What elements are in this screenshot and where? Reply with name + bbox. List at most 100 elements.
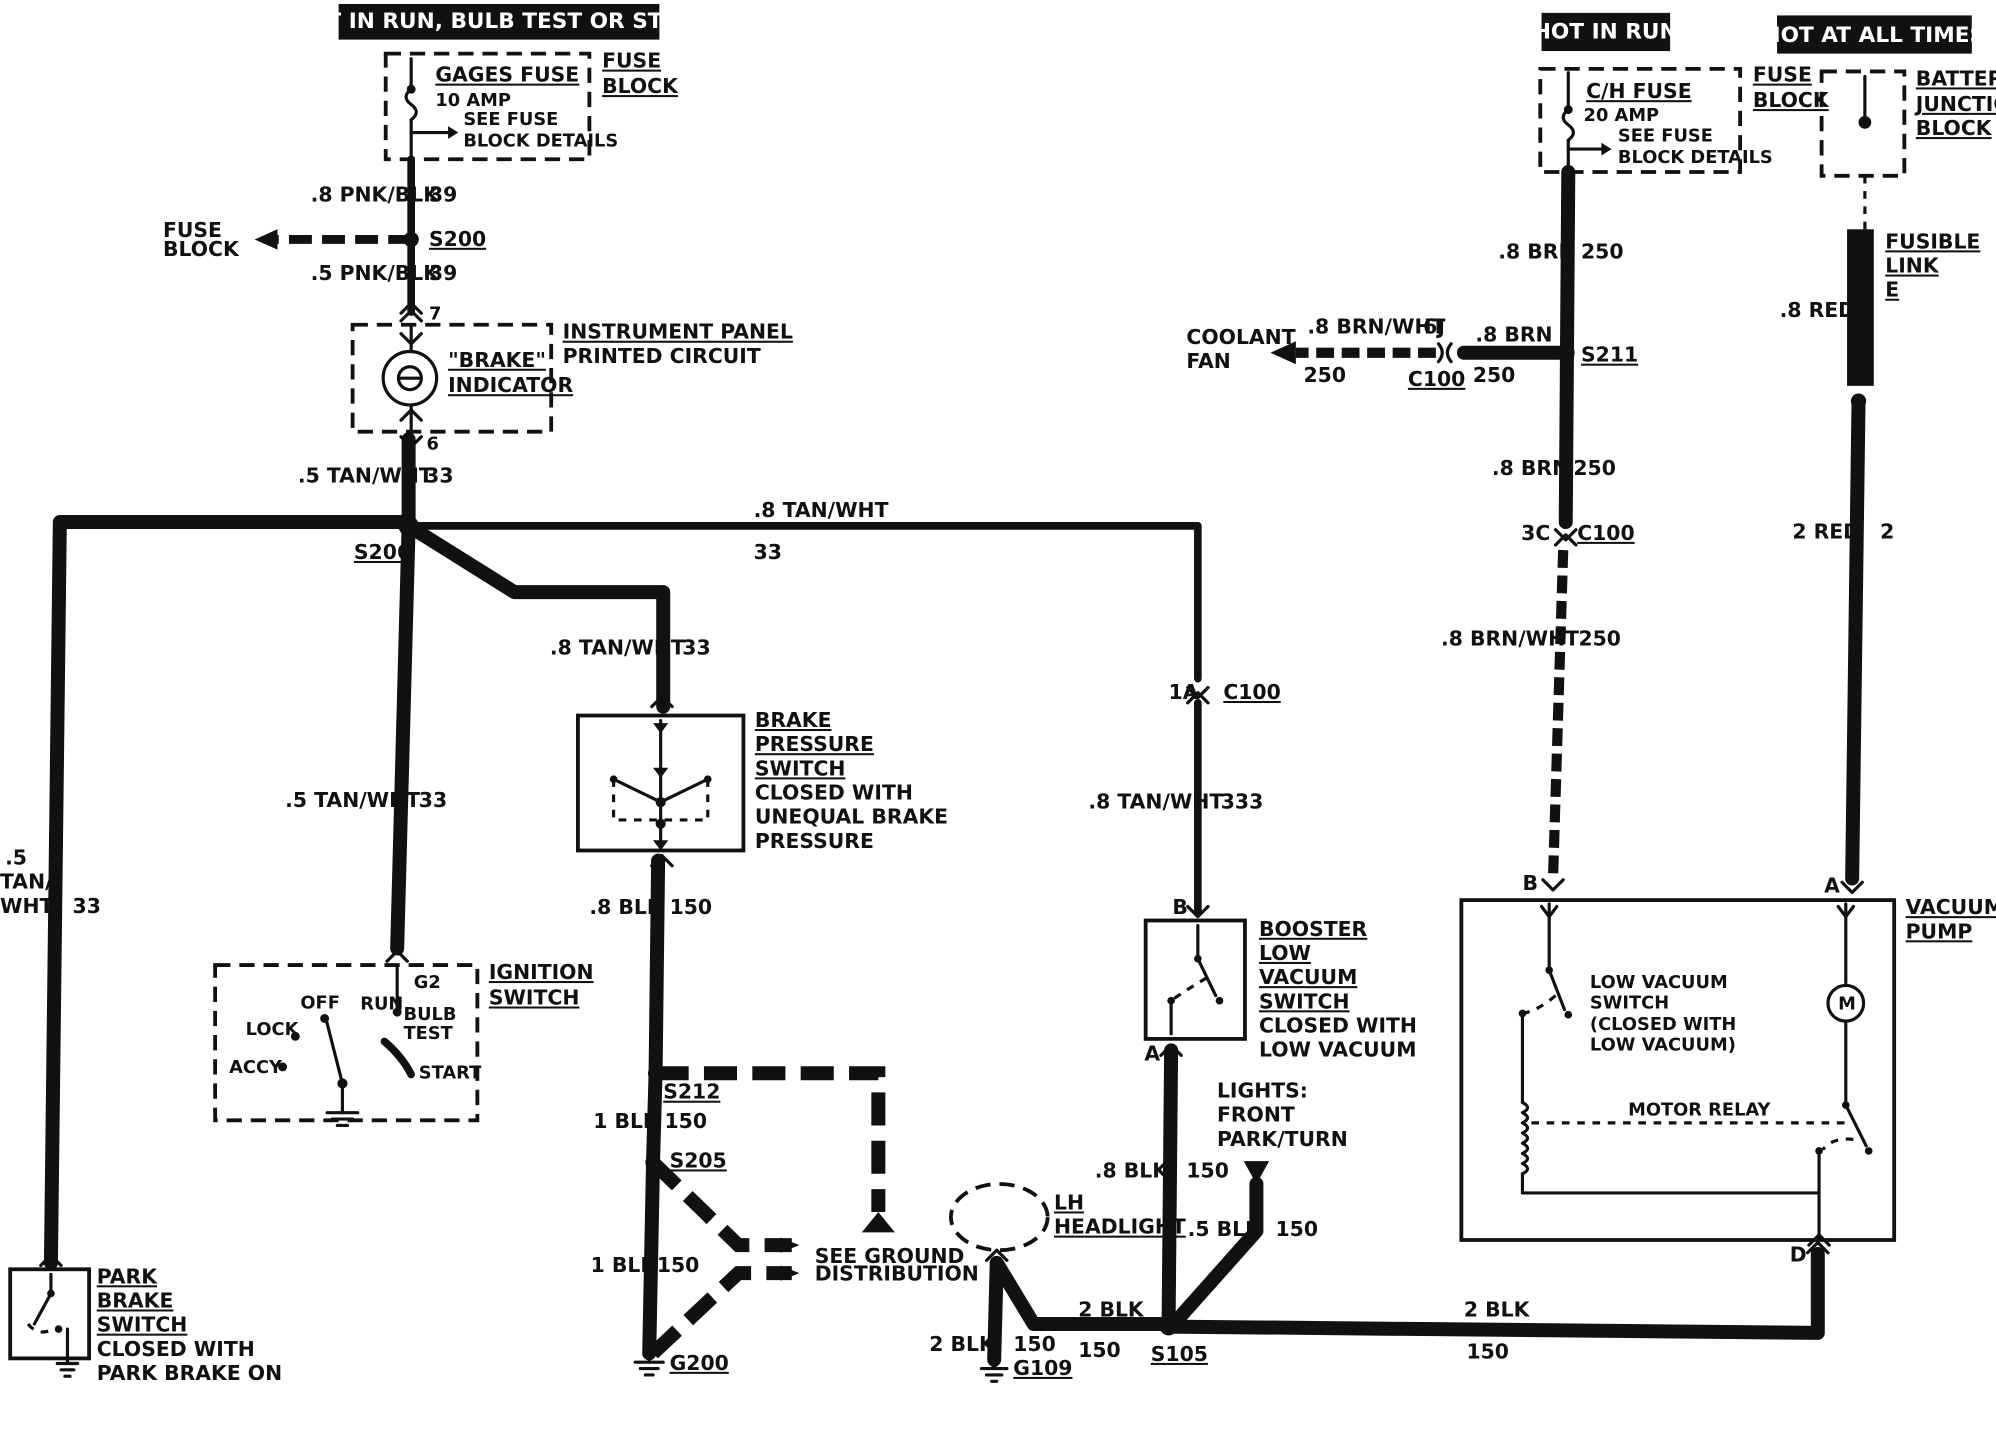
headlight-label: LH: [1054, 1190, 1084, 1214]
booster-low-vacuum-switch: BOOSTER LOW VACUUM SWITCH CLOSED WITH LO…: [1143, 917, 1417, 1062]
fuse-block-text: BLOCK: [163, 237, 240, 261]
see-ground-text: DISTRIBUTION: [815, 1262, 979, 1286]
ignition-position: TEST: [404, 1023, 454, 1044]
arrow-left-icon: [1270, 341, 1296, 365]
ignition-label: IGNITION: [489, 960, 594, 984]
gages-fuse-amp: 10 AMP: [435, 90, 511, 111]
pin-number: 7: [429, 304, 441, 325]
header-hot-at-all-times: HOT AT ALL TIMES: [1762, 15, 1985, 54]
wire-ground-dash: [648, 1157, 792, 1253]
wire-blk: [1166, 1176, 1264, 1332]
wire-label: .8 BLK: [589, 895, 663, 919]
circuit-number: 150: [664, 1109, 707, 1133]
brake-pressure-label: PRESSURE: [755, 829, 874, 853]
circuit-number: 33: [682, 635, 710, 659]
wire-ground-dash: [655, 1066, 886, 1212]
vacuum-pump-label: VACUUM: [1906, 895, 1996, 919]
pin-number: D: [1790, 1243, 1807, 1267]
ignition-position: ACCY: [229, 1057, 283, 1078]
arrow-down-icon: [1243, 1161, 1270, 1184]
connector-c100-icon: [1186, 685, 1210, 705]
lights-label: LIGHTS:: [1217, 1078, 1308, 1102]
wire-label: 2 BLK: [929, 1332, 996, 1356]
wire-brn-wht: [1547, 549, 1569, 879]
wire-label: .8 BRN: [1492, 456, 1569, 480]
park-brake-label: CLOSED WITH: [97, 1337, 255, 1361]
wire-to-brake-pressure: [401, 518, 671, 714]
circuit-number: 333: [1221, 789, 1264, 813]
lights-label: PARK/TURN: [1217, 1127, 1348, 1151]
splice-label: S105: [1151, 1342, 1208, 1366]
circuit-number: 33: [754, 540, 782, 564]
fusible-link-label: LINK: [1885, 254, 1940, 278]
pin-number: A: [1144, 1042, 1160, 1066]
ch-fuse-amp: 20 AMP: [1584, 105, 1660, 126]
park-brake-label: PARK: [97, 1264, 158, 1288]
low-vacuum-switch-label: LOW VACUUM): [1590, 1034, 1736, 1055]
wire-to-ignition: [390, 518, 416, 956]
circuit-number: 33: [73, 894, 101, 918]
fuse-block-label: BLOCK: [1753, 88, 1830, 112]
header-text: HOT IN RUN: [1533, 19, 1678, 44]
ch-fuse-block: C/H FUSE 20 AMP SEE FUSE BLOCK DETAILS F…: [1538, 63, 1830, 174]
brake-pressure-label: UNEQUAL BRAKE: [755, 805, 948, 829]
wire-blk: [646, 1066, 663, 1170]
wire-label: .8 BRN: [1498, 240, 1575, 264]
wire-label: .8 BRN/WHT: [1441, 627, 1579, 651]
wire-blk-to-pump: [1161, 1247, 1825, 1340]
circuit-number: 250: [1304, 363, 1346, 387]
circuit-number: 150: [1078, 1338, 1121, 1362]
battery-label: JUNCTION: [1914, 92, 1996, 116]
block-details-text: BLOCK DETAILS: [463, 131, 618, 152]
brake-pressure-label: CLOSED WITH: [755, 781, 913, 805]
circuit-number: 33: [419, 788, 447, 812]
brake-indicator: "BRAKE" INDICATOR INSTRUMENT PANEL PRINT…: [350, 320, 793, 434]
wire-blk: [648, 853, 666, 1081]
fusible-link-label: E: [1885, 278, 1899, 302]
ground-g109-icon: [979, 1357, 1009, 1383]
connector-label: C100: [1408, 367, 1465, 391]
wire-blk: [642, 1155, 661, 1361]
wire-label: 2 RED: [1792, 520, 1860, 544]
gages-fuse-block: GAGES FUSE 10 AMP SEE FUSE BLOCK DETAILS…: [383, 49, 679, 162]
splice-label: S200: [429, 227, 486, 251]
booster-label: VACUUM: [1259, 965, 1357, 989]
low-vacuum-switch-label: LOW VACUUM: [1590, 972, 1728, 993]
circuit-number: 33: [425, 464, 453, 488]
arrow-left-icon: [254, 229, 278, 250]
header-text: HOT AT ALL TIMES: [1762, 23, 1985, 48]
wire-label: .8 BRN/WHT: [1307, 315, 1445, 339]
wire-label: .5 TAN/WHT: [298, 464, 433, 488]
ignition-label: SWITCH: [489, 986, 580, 1010]
wire-label: .8 TAN/WHT: [550, 635, 685, 659]
ignition-position: RUN: [360, 994, 403, 1015]
header-hot-in-run-bulb-test: HOT IN RUN, BULB TEST OR START: [290, 3, 708, 40]
wire-blk: [1161, 1043, 1179, 1332]
block-details-text: BLOCK DETAILS: [1618, 147, 1773, 168]
brake-pressure-label: BRAKE: [755, 708, 832, 732]
header-text: HOT IN RUN, BULB TEST OR START: [290, 9, 708, 34]
ignition-position: BULB: [404, 1004, 457, 1025]
gages-fuse-label: GAGES FUSE: [435, 63, 579, 87]
park-brake-label: SWITCH: [97, 1313, 188, 1337]
fuse-block-label: BLOCK: [602, 74, 679, 98]
wire-label: .8 TAN/WHT: [754, 498, 889, 522]
ground-arrow-icon: [861, 1211, 895, 1233]
ch-fuse-label: C/H FUSE: [1586, 79, 1692, 103]
motor-icon: M: [1838, 994, 1856, 1015]
booster-label: BOOSTER: [1259, 917, 1368, 941]
wire-label: .5 BLK: [1188, 1217, 1262, 1241]
circuit-number: 250: [1573, 456, 1615, 480]
brake-indicator-label: "BRAKE": [448, 348, 546, 372]
wire-ground-dash: [648, 1266, 792, 1359]
circuit-number: 250: [1473, 363, 1516, 387]
brake-pressure-label: SWITCH: [755, 756, 846, 780]
instrument-panel-label: INSTRUMENT PANEL: [563, 320, 793, 344]
coolant-fan-label: FAN: [1186, 349, 1230, 373]
wire-label: .5 PNK/BLK: [311, 261, 441, 285]
pin-number: B: [1522, 871, 1538, 895]
wire-label: .5 TAN/WHT: [285, 788, 420, 812]
coolant-fan-label: COOLANT: [1186, 325, 1295, 349]
wire-blk: [989, 1255, 1176, 1332]
vacuum-pump-label: PUMP: [1906, 919, 1973, 943]
